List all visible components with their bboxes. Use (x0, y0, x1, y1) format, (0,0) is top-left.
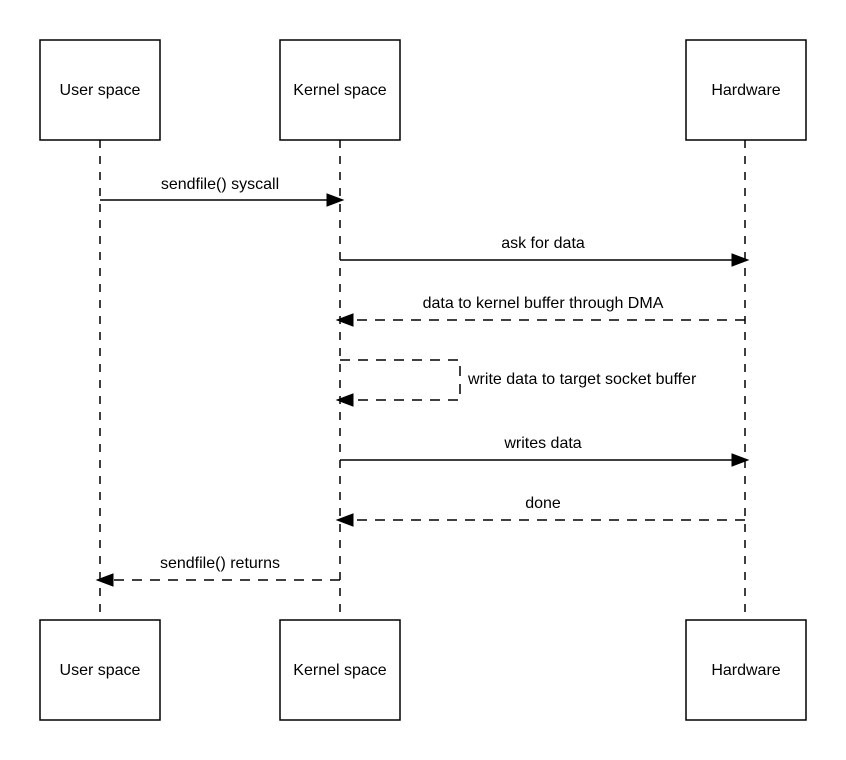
message-label: write data to target socket buffer (467, 371, 697, 388)
arrowhead (335, 513, 354, 527)
message-label: ask for data (501, 235, 585, 252)
participant-hardware-bottom: Hardware (685, 619, 807, 721)
message-ask-for-data: ask for data (340, 235, 750, 267)
participant-label: Hardware (711, 662, 780, 679)
arrowhead (95, 573, 114, 587)
message-label: data to kernel buffer through DMA (423, 295, 664, 312)
participant-label: Kernel space (293, 82, 386, 99)
arrowhead (731, 253, 750, 267)
message-sendfile-syscall: sendfile() syscall (100, 176, 345, 207)
message-done: done (335, 495, 745, 527)
message-label: sendfile() syscall (161, 176, 279, 193)
arrowhead (731, 453, 750, 467)
arrowhead (326, 193, 345, 207)
participant-hardware-top: Hardware (685, 39, 807, 141)
message-sendfile-returns: sendfile() returns (95, 555, 340, 587)
arrowhead (335, 313, 354, 327)
message-label: done (525, 495, 561, 512)
participant-kernel-bottom: Kernel space (279, 619, 401, 721)
participant-label: User space (60, 82, 141, 99)
participant-label: User space (60, 662, 141, 679)
participant-user-bottom: User space (39, 619, 161, 721)
message-label: writes data (503, 435, 581, 452)
participant-user-top: User space (39, 39, 161, 141)
participant-kernel-top: Kernel space (279, 39, 401, 141)
participant-label: Hardware (711, 82, 780, 99)
message-self-write-socket-buffer: write data to target socket buffer (335, 359, 697, 407)
arrowhead (335, 393, 354, 407)
message-dma: data to kernel buffer through DMA (335, 295, 745, 327)
participant-label: Kernel space (293, 662, 386, 679)
message-writes-data: writes data (340, 435, 750, 467)
message-label: sendfile() returns (160, 555, 280, 572)
